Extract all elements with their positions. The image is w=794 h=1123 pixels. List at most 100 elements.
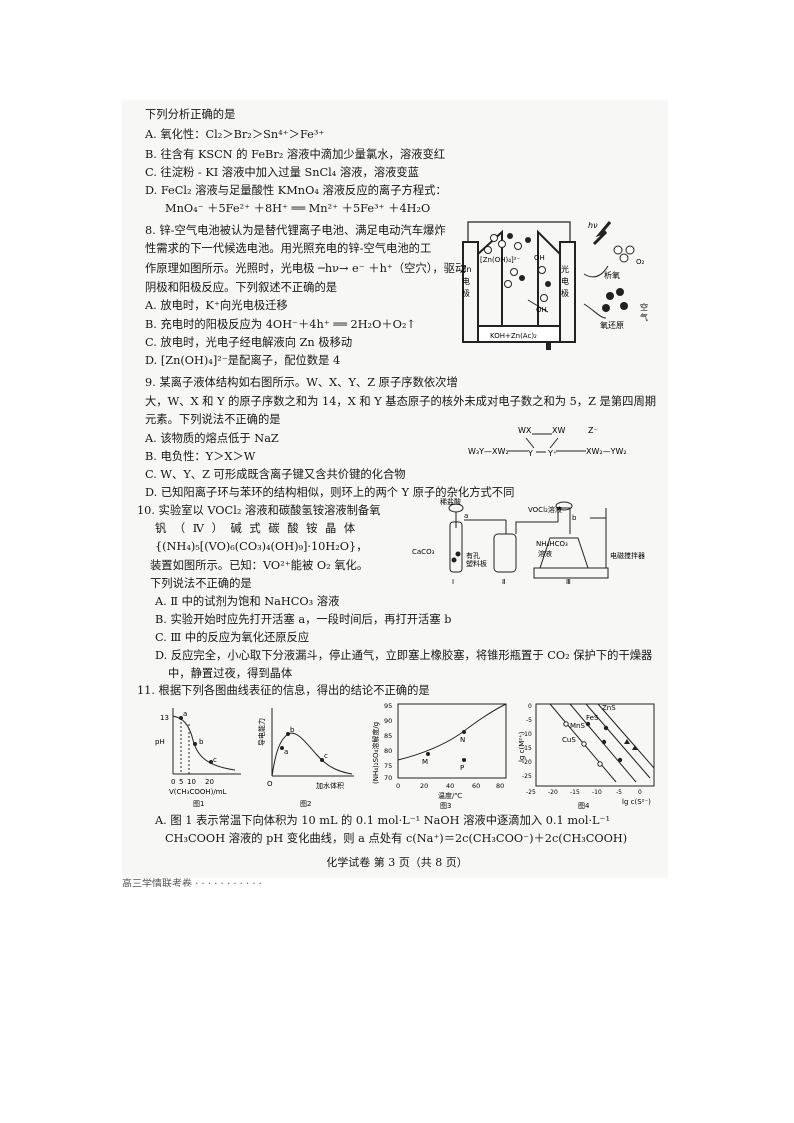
q10-line-4: 装置如图所示。已知：VO²⁺能被 O₂ 氧化。 [150,559,369,572]
ionic-liquid-structure: WX XW Z⁻ W₃Y—XW₂ Y Y⁺ XW₂—YW₂ [468,420,668,466]
q7-equation: MnO₄⁻ ＋5Fe²⁺ ＋8H⁺ ══ Mn²⁺ ＋5Fe³⁺ ＋4H₂O [165,202,431,215]
f2-origin: O [267,780,273,788]
f4-fes-label: FeS [586,714,599,722]
f1-x5: 5 [179,778,183,786]
plate-label-1: 有孔 [466,551,480,560]
exam-paper-scan [122,100,668,878]
f3-ytick-75: 75 [384,762,392,770]
photo-electrode-label-2: 电 [561,276,569,286]
zn-electrode-label-2: 电 [462,276,470,286]
f2-point-b: b [290,726,295,734]
ring-y-left: Y [527,449,533,458]
zn-electrode-label-3: 极 [462,288,470,298]
figure-2-conductivity: 导电能力 a b c O 加水体积 图2 [258,700,358,812]
right-substituent: XW₂—YW₂ [586,447,627,456]
f3-point-n: N [460,736,465,744]
zinc-complex-label: [Zn(OH)₄]²⁻ [480,256,521,264]
f4-caption: 图4 [578,802,590,810]
air-label-1: 空 [640,302,648,312]
q9-line-2: 大，W、X 和 Y 的原子序数之和为 14，X 和 Y 基态原子的核外未成对电子… [145,395,657,408]
q9-line-3: 元素。下列说法不正确的是 [145,413,281,426]
f3-ylabel: (NH₄)₂SO₄溶解度/g [372,722,380,784]
f4-ytick-10: -10 [522,731,532,738]
f4-ytick-5: -5 [526,717,532,724]
caco3-label: CaCO₃ [412,548,435,556]
q10-line-5: 下列说法不正确的是 [150,577,252,590]
roman-3: Ⅲ [566,578,571,586]
q11-option-a-line-1: A. 图 1 表示常温下向体积为 10 mL 的 0.1 mol·L⁻¹ NaO… [155,814,611,827]
f3-xtick-20: 20 [420,782,428,790]
stirrer-label: 电磁搅拌器 [610,551,645,560]
f3-ytick-80: 80 [384,747,392,755]
oh-label-1: OH [534,254,545,262]
q8-option-b: B. 充电时的阳极反应为 4OH⁻＋4h⁺ ══ 2H₂O＋O₂↑ [145,318,416,331]
f1-point-a: a [183,710,187,718]
solution-label: 溶液 [538,549,552,558]
q9-option-c: C. W、Y、Z 可形成既含离子键又含共价键的化合物 [145,468,406,481]
light-hv-label: hν [588,221,598,230]
q7-option-d: D. FeCl₂ 溶液与足量酸性 KMnO₄ 溶液反应的离子方程式： [145,184,447,197]
f4-xtick-25: -25 [526,789,536,796]
f2-xlabel: 加水体积 [316,781,344,790]
f4-xtick-0: 0 [638,789,642,796]
q7-option-c: C. 往淀粉 - KI 溶液中加入过量 SnCl₄ 溶液，溶液变蓝 [145,166,419,179]
anion-z: Z⁻ [588,426,598,435]
q8-line-4: 阴极和阳极反应。下列叙述不正确的是 [145,281,338,294]
f3-xlabel: 温度/℃ [438,791,462,800]
acid-label: 稀盐酸 [440,498,461,506]
q9-line-1: 9. 某离子液体结构如右图所示。W、X、Y、Z 原子序数依次增 [145,376,458,389]
q11-option-a-line-2: CH₃COOH 溶液的 pH 变化曲线，则 a 点处有 c(Na⁺)＝2c(CH… [165,832,628,845]
figure-3-solubility: (NH₄)₂SO₄溶解度/g 95 90 85 80 75 70 0 20 40… [372,698,512,812]
f4-mns-label: MnS [570,722,585,730]
f4-ytick-25: -25 [522,773,532,780]
oxygen-reduction-label: 氧还原 [600,320,624,330]
f4-ytick-20: -20 [522,759,532,766]
footer-strip: 高三学情联考卷 · · · · · · · · · · · [122,879,262,887]
f3-ytick-85: 85 [384,732,392,740]
f1-x0: 0 [171,778,175,786]
f2-ylabel: 导电能力 [258,718,266,746]
nh4hco3-label: NH₄HCO₃ [536,540,568,548]
figure-4-ksp: lg c(M²⁺) 0 -5 -10 -15 -20 -25 -25 -20 -… [516,698,662,812]
figure-1-ph: pH 13 a b c 0 5 10 20 V(CH₃COOH)/mL 图1 [155,700,245,812]
q11-stem: 11. 根据下列各图曲线表征的信息，得出的结论不正确的是 [137,684,430,697]
f4-ylabel: lg c(M²⁺) [518,731,526,762]
zn-electrode-label-1: Zn [461,265,472,274]
q9-option-b: B. 电负性：Y＞X＞W [145,450,256,463]
roman-2: Ⅱ [502,578,505,586]
f2-point-a: a [284,748,288,756]
o2-label: O₂ [636,258,645,266]
q9-option-a: A. 该物质的熔点低于 NaZ [145,432,279,445]
ring-y-right: Y⁺ [547,449,557,458]
ring-wx-1: WX [518,426,532,435]
f3-point-p: P [460,764,464,772]
q8-line-2: 性需求的下一代候选电池。用光照充电的锌-空气电池的工 [145,242,432,255]
f1-x20: 20 [205,778,214,786]
f4-ytick-15: -15 [522,745,532,752]
q8-option-c: C. 放电时，光电子经电解液向 Zn 极移动 [145,336,353,349]
f4-cus-label: CuS [562,736,576,744]
q8-option-d: D. [Zn(OH)₄]²⁻是配离子，配位数是 4 [145,354,341,367]
vocl2-label: VOCl₂溶液 [528,505,562,514]
f3-ytick-70: 70 [384,774,392,782]
f1-x10: 10 [187,778,196,786]
f4-xtick-15: -15 [570,789,580,796]
q8-line-1: 8. 锌-空气电池被认为是替代锂离子电池、满足电动汽车爆炸 [145,224,446,237]
q7-option-b: B. 往含有 KSCN 的 FeBr₂ 溶液中滴加少量氯水，溶液变红 [145,148,446,161]
f4-ytick-0: 0 [528,703,532,710]
q8-line-3: 作原理如图所示。光照时，光电极 ─hν→ e⁻ ＋h⁺（空穴），驱动 [145,262,467,275]
f4-xtick-10: -10 [592,789,602,796]
f3-xtick-40: 40 [446,782,454,790]
f4-xtick-20: -20 [548,789,558,796]
f4-zns-label: ZnS [602,704,616,712]
q10-line-2: 钒 （ Ⅳ ） 碱 式 碳 酸 铵 晶 体 [155,522,358,535]
f3-xtick-0: 0 [396,782,400,790]
f3-point-m: M [422,758,428,766]
q10-line-1: 10. 实验室以 VOCl₂ 溶液和碳酸氢铵溶液制备氧 [137,504,381,517]
q10-line-3: {(NH₄)₅[(VO)₆(CO₃)₄(OH)₉]·10H₂O}， [155,540,368,553]
oxygen-evolution-label: 析氧 [604,270,620,280]
f3-ytick-90: 90 [384,717,392,725]
stopcock-b-label: b [572,514,577,522]
q10-option-d: D. 反应完全，小心取下分液漏斗，停止通气，立即塞上橡胶塞，将锥形瓶置于 CO₂… [155,649,653,662]
q9-option-d: D. 已知阳离子环与苯环的结构相似，则环上的两个 Y 原子的杂化方式不同 [145,486,515,499]
